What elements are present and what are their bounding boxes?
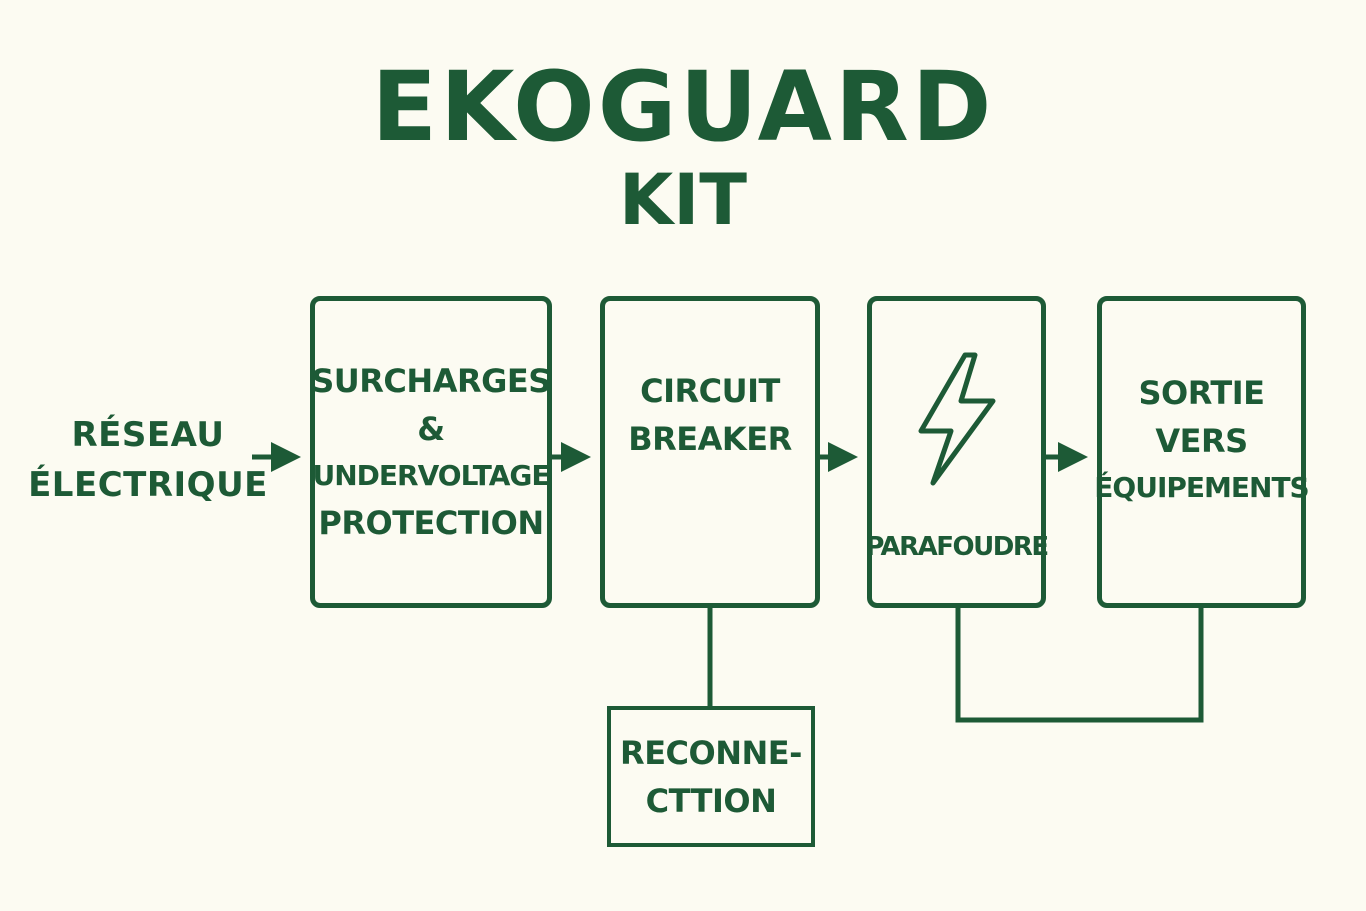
reconnection-line2: CTTION [645, 781, 777, 820]
lightning-bolt-icon [918, 352, 995, 486]
reconnection-line1: RECONNE- [620, 733, 802, 772]
protection-line4: PROTECTION [318, 504, 544, 542]
output-line1: SORTIE [1138, 374, 1265, 412]
input-label: RÉSEAU ÉLECTRIQUE [28, 410, 268, 510]
diagram-subtitle: KIT [618, 159, 748, 241]
circuit-breaker-block: CIRCUIT BREAKER [600, 296, 820, 608]
surge-protector-label: PARAFOUDRE [865, 532, 1049, 562]
protection-line1: SURCHARGES [311, 362, 551, 400]
line-surge-output-loop [955, 607, 1204, 723]
input-label-line2: ÉLECTRIQUE [28, 465, 268, 505]
reconnection-block: RECONNE- CTTION [607, 706, 815, 847]
diagram-title: EKOGUARD [371, 51, 995, 163]
breaker-line2: BREAKER [628, 420, 792, 458]
output-block: SORTIE VERS ÉQUIPEMENTS [1094, 296, 1310, 608]
breaker-line1: CIRCUIT [640, 372, 780, 410]
output-line2: VERS [1155, 422, 1248, 460]
protection-line2: & [417, 410, 445, 448]
input-label-line1: RÉSEAU [71, 415, 225, 455]
protection-block: SURCHARGES & UNDERVOLTAGE PROTECTION [310, 296, 552, 608]
output-line3: ÉQUIPEMENTS [1094, 471, 1309, 504]
protection-line3: UNDERVOLTAGE [312, 459, 551, 492]
surge-protector-block: PARAFOUDRE [865, 296, 1049, 608]
